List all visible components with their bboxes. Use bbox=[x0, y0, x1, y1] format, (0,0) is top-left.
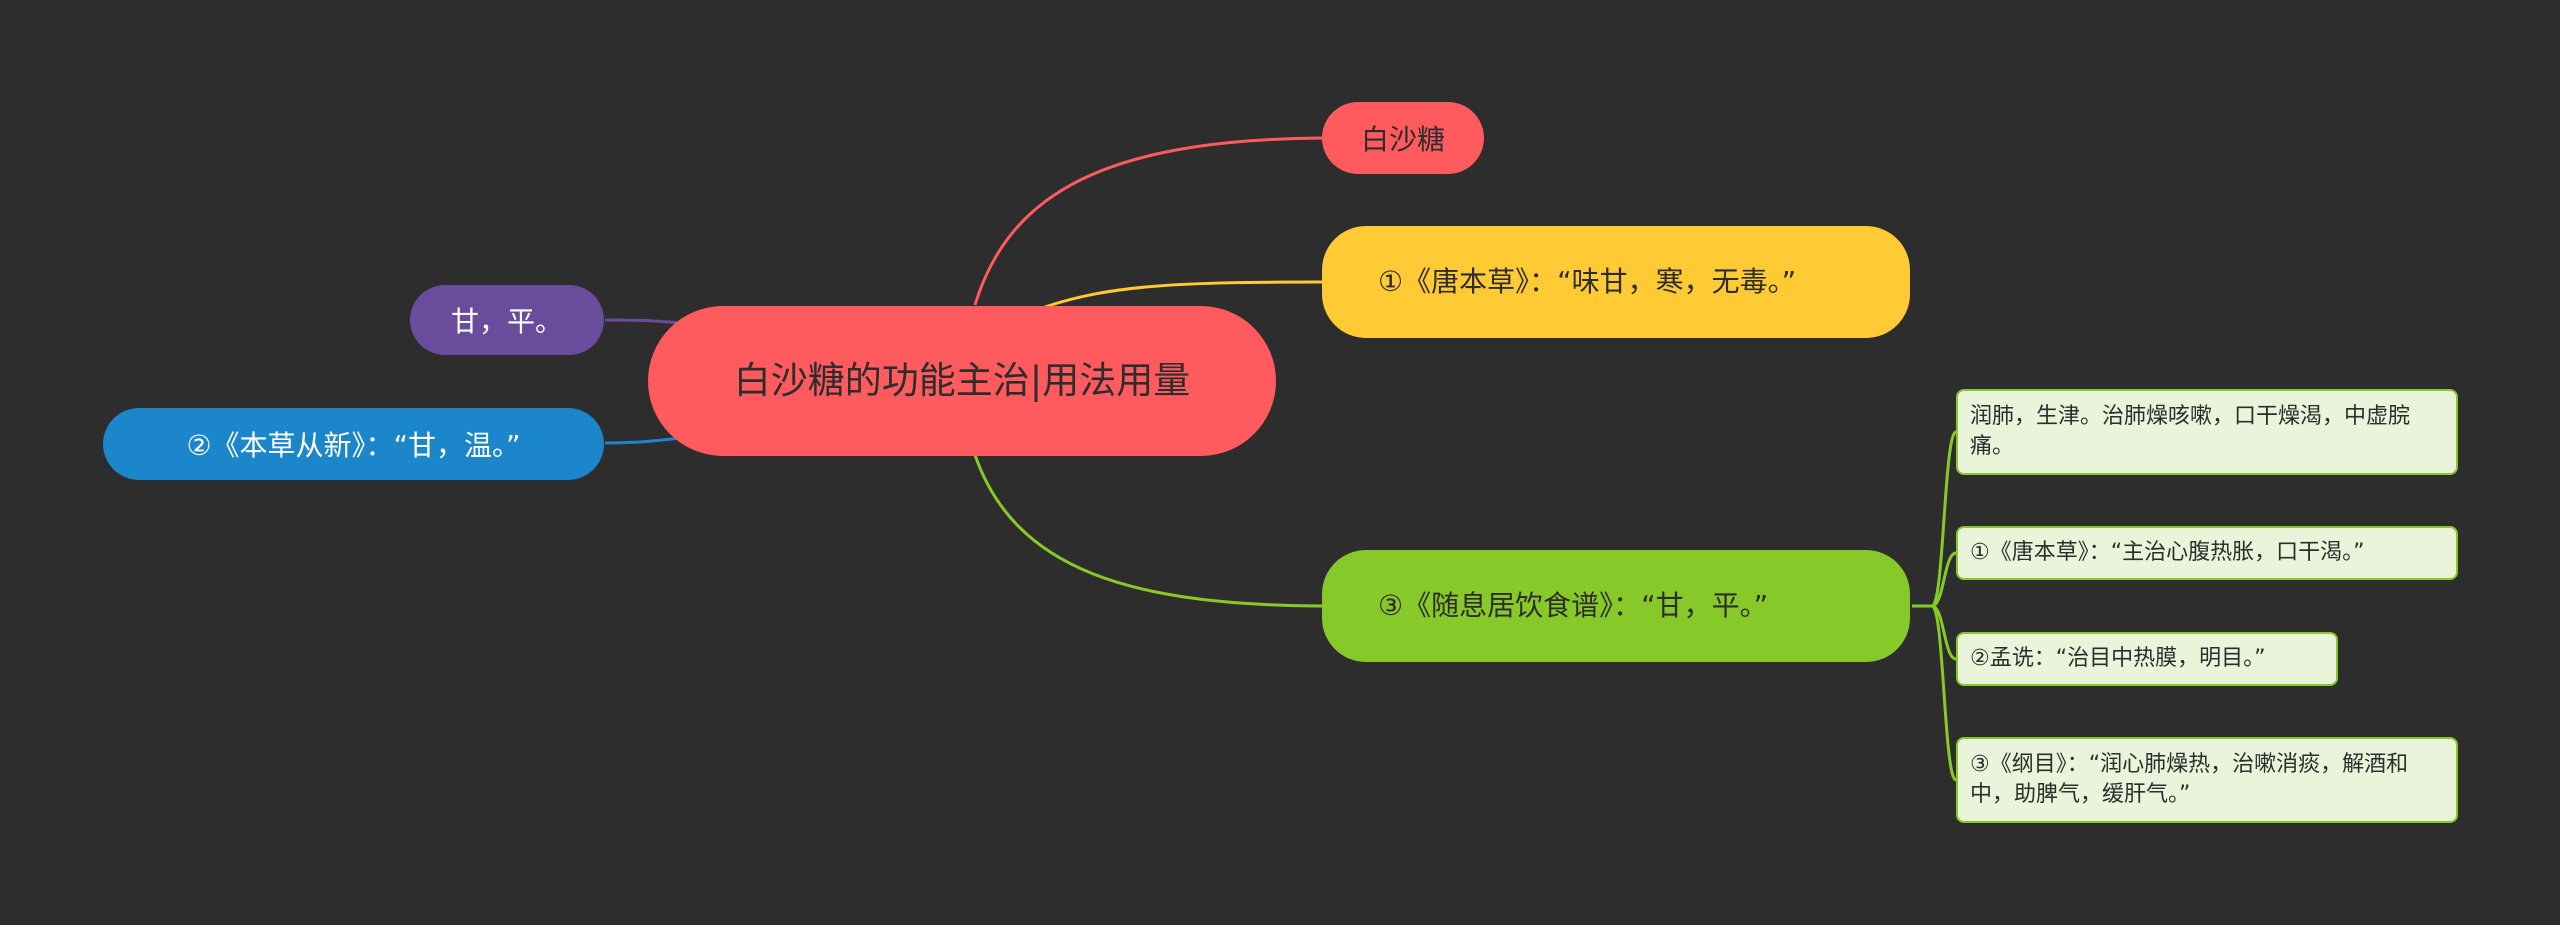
leaf-node-2[interactable]: ①《唐本草》：“主治心腹热胀，口干渴。” bbox=[1956, 526, 2458, 580]
leaf-node-3[interactable]: ②孟诜：“治目中热膜，明目。” bbox=[1956, 632, 2338, 686]
leaf-label: 润肺，生津。治肺燥咳嗽，口干燥渴，中虚脘痛。 bbox=[1970, 404, 2411, 459]
branch-node-suixiju[interactable]: ③《随息居饮食谱》：“甘，平。” bbox=[1322, 550, 1910, 662]
branch-label: 甘，平。 bbox=[450, 305, 563, 338]
leaf-label: ①《唐本草》：“主治心腹热胀，口干渴。” bbox=[1970, 540, 2365, 565]
branch-label: ①《唐本草》：“味甘，寒，无毒。” bbox=[1378, 265, 1797, 298]
connector-sugar bbox=[973, 136, 1323, 306]
branch-node-bencaocongxin[interactable]: ②《本草从新》：“甘，温。” bbox=[103, 408, 604, 480]
connector-tangbencao bbox=[1044, 280, 1323, 309]
branch-label: 白沙糖 bbox=[1360, 123, 1445, 156]
connector-child-2 bbox=[1912, 551, 1957, 608]
connector-suixiju bbox=[973, 454, 1323, 608]
root-node[interactable]: 白沙糖的功能主治|用法用量 bbox=[648, 306, 1276, 456]
root-label: 白沙糖的功能主治|用法用量 bbox=[733, 359, 1191, 402]
leaf-node-4[interactable]: ③《纲目》：“润心肺燥热，治嗽消痰，解酒和中，助脾气，缓肝气。” bbox=[1956, 737, 2458, 823]
branch-label: ②《本草从新》：“甘，温。” bbox=[186, 429, 521, 462]
connector-child-4 bbox=[1912, 604, 1958, 782]
branch-node-white-sugar[interactable]: 白沙糖 bbox=[1322, 102, 1484, 174]
branch-node-tangbencao[interactable]: ①《唐本草》：“味甘，寒，无毒。” bbox=[1322, 226, 1910, 338]
branch-label: ③《随息居饮食谱》：“甘，平。” bbox=[1378, 589, 1769, 622]
connector-child-1 bbox=[1912, 430, 1958, 608]
connector-child-3 bbox=[1912, 604, 1957, 661]
leaf-label: ③《纲目》：“润心肺燥热，治嗽消痰，解酒和中，助脾气，缓肝气。” bbox=[1970, 752, 2409, 807]
leaf-label: ②孟诜：“治目中热膜，明目。” bbox=[1970, 646, 2266, 671]
connector-ganping bbox=[604, 318, 681, 325]
branch-node-ganping[interactable]: 甘，平。 bbox=[410, 285, 604, 355]
leaf-node-1[interactable]: 润肺，生津。治肺燥咳嗽，口干燥渴，中虚脘痛。 bbox=[1956, 389, 2458, 475]
connector-bencaocongxin bbox=[604, 436, 681, 445]
